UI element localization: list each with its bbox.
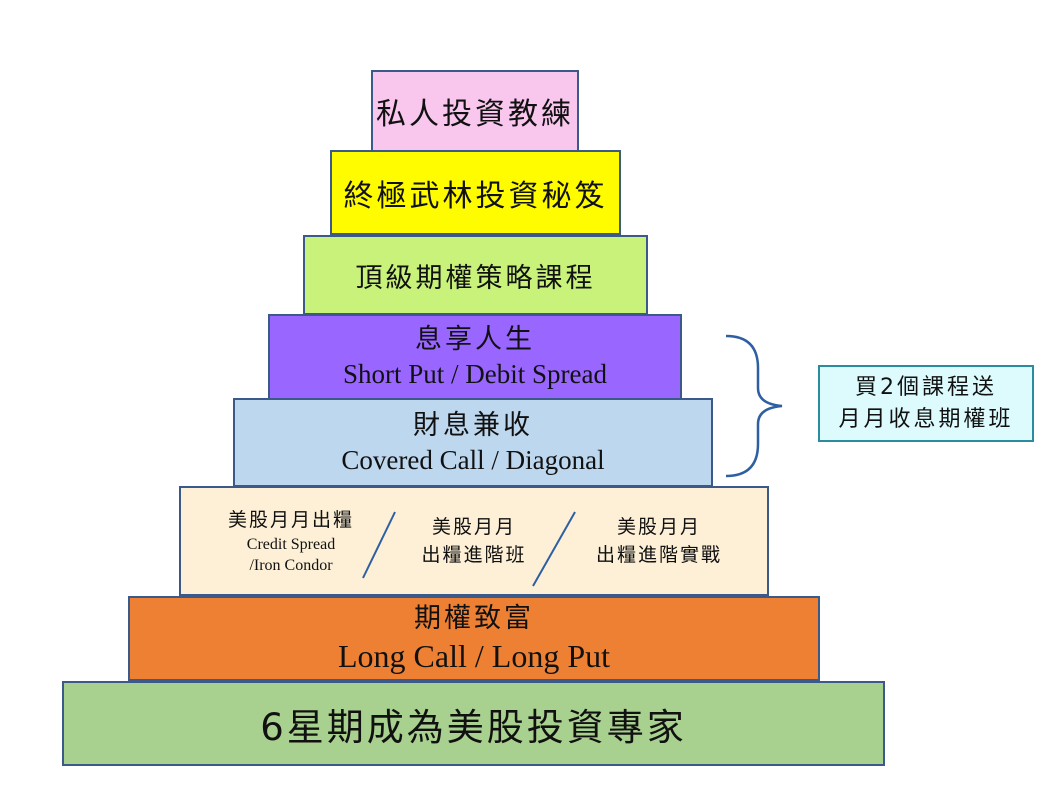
pyramid-level-private-coaching: 私人投資教練	[371, 70, 579, 152]
pyramid-level-covered-call: 財息兼收 Covered Call / Diagonal	[233, 398, 713, 487]
level-subtitle: Short Put / Debit Spread	[343, 359, 607, 389]
level-title: 終極武林投資秘笈	[343, 178, 608, 214]
level-title: 頂級期權策略課程	[355, 262, 596, 294]
level-title: 財息兼收	[413, 409, 533, 441]
sub-item-title: 出糧進階實戰	[595, 544, 722, 566]
level-title: 期權致富	[414, 602, 534, 634]
sub-item-title: 美股月月出糧	[227, 509, 354, 531]
pyramid-level-long-call: 期權致富 Long Call / Long Put	[128, 596, 820, 681]
level-title: 私人投資教練	[376, 97, 574, 132]
sub-item-title: 美股月月	[616, 516, 701, 538]
pyramid-level-six-weeks-expert: 6星期成為美股投資專家	[62, 681, 885, 766]
sub-item-title: 美股月月	[431, 516, 516, 538]
sub-item-line: /Iron Condor	[249, 557, 333, 574]
level-subtitle: Long Call / Long Put	[338, 637, 610, 674]
note-line: 買2個課程送	[855, 374, 997, 400]
sub-item-monthly-income: 美股月月出糧 Credit Spread /Iron Condor	[211, 506, 371, 576]
sub-item-advanced-class: 美股月月 出糧進階班	[399, 513, 549, 569]
level-title: 息享人生	[415, 324, 535, 355]
level-subtitle: Covered Call / Diagonal	[341, 444, 605, 475]
level-title: 6星期成為美股投資專家	[260, 705, 687, 749]
sub-item-line: Credit Spread	[246, 536, 336, 553]
pyramid-level-top-options-strategy: 頂級期權策略課程	[303, 235, 648, 315]
sub-item-advanced-practice: 美股月月 出糧進階實戰	[579, 513, 739, 569]
curly-brace-icon	[725, 334, 783, 478]
divider-slash	[532, 511, 576, 587]
sub-item-title: 出糧進階班	[421, 544, 527, 566]
promo-note-box: 買2個課程送 月月收息期權班	[818, 365, 1034, 442]
pyramid-level-ultimate-secrets: 終極武林投資秘笈	[330, 150, 621, 235]
pyramid-level-short-put: 息享人生 Short Put / Debit Spread	[268, 314, 682, 400]
pyramid-level-monthly-income: 美股月月出糧 Credit Spread /Iron Condor 美股月月 出…	[179, 486, 769, 596]
note-line: 月月收息期權班	[838, 406, 1014, 432]
divider-slash	[362, 511, 396, 579]
